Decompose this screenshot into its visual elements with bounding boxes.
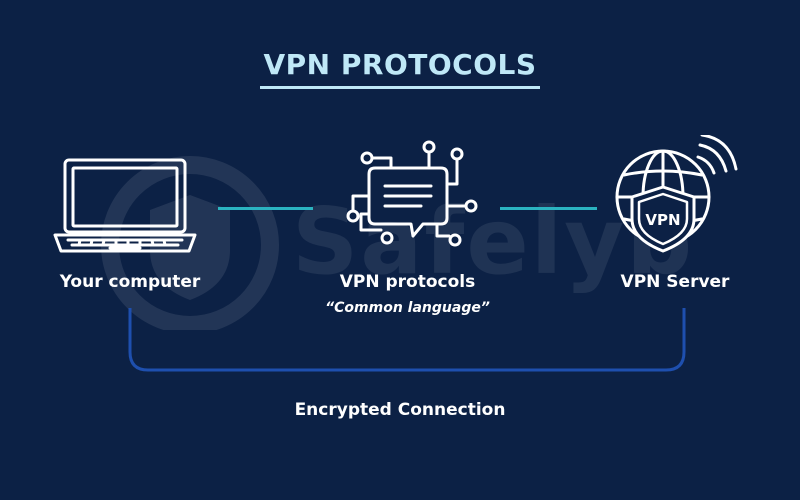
- node-label-protocols: VPN protocols: [339, 272, 476, 292]
- circuit-chat-icon: [346, 140, 478, 247]
- node-label-server: VPN Server: [620, 272, 730, 292]
- node-sublabel-protocols: “Common language”: [325, 300, 490, 316]
- footer-label: Encrypted Connection: [294, 400, 506, 420]
- vpn-badge-text: VPN: [645, 211, 680, 229]
- vpn-globe-shield-icon: VPN: [615, 135, 738, 253]
- title-underline: [260, 86, 540, 89]
- encrypted-bracket: [128, 308, 686, 372]
- watermark-text: Safelyb: [292, 188, 695, 295]
- laptop-icon: [53, 158, 197, 253]
- diagram-title: VPN PROTOCOLS: [263, 48, 537, 81]
- connector-line-right: [500, 207, 597, 210]
- connector-line-left: [218, 207, 313, 210]
- node-label-computer: Your computer: [59, 272, 201, 292]
